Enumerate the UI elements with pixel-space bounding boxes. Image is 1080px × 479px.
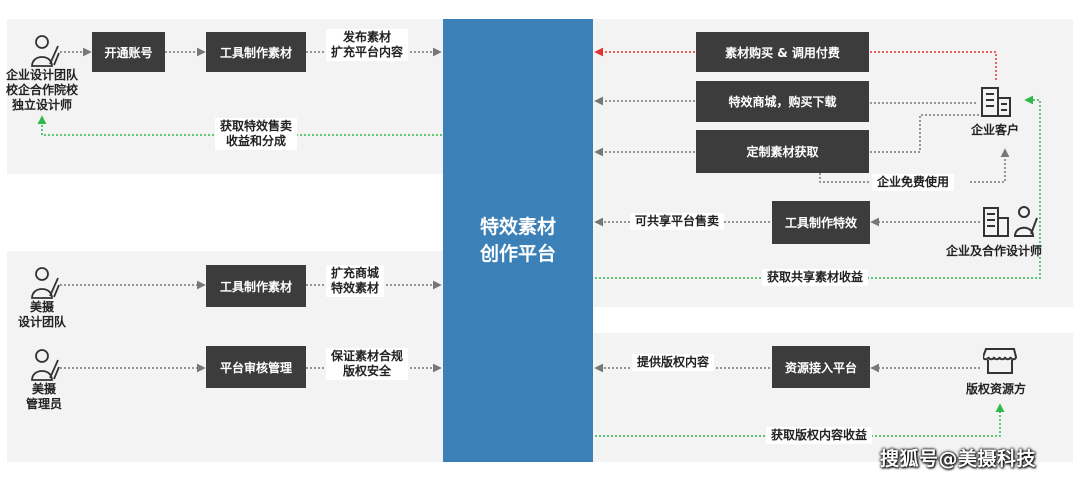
provide-copyright-label: 提供版权内容 xyxy=(632,354,715,371)
material-purchase-box: 素材购买 & 调用付费 xyxy=(696,32,869,72)
copyright-revenue-label: 获取版权内容收益 xyxy=(766,427,873,444)
enterprise-client-label: 企业客户 xyxy=(971,123,1020,137)
shared-revenue-label: 获取共享素材收益 xyxy=(762,269,869,286)
tool-effects-box: 工具制作特效 xyxy=(772,201,870,244)
person-pen-icon xyxy=(31,35,60,67)
open-account-box: 开通账号 xyxy=(92,32,165,72)
resource-access-box: 资源接入平台 xyxy=(772,346,870,388)
platform-title-line1: 特效素材 xyxy=(479,215,556,238)
platform-title-line2: 创作平台 xyxy=(479,242,556,265)
designer-team-label: 企业设计团队 校企合作院校 独立设计师 xyxy=(6,68,79,112)
watermark: 搜狐号@美摄科技 xyxy=(880,448,1037,470)
effects-platform: 特效素材 创作平台 xyxy=(443,19,593,462)
publish-label: 发布素材 扩充平台内容 xyxy=(326,29,409,61)
building-person-icon xyxy=(983,206,1038,237)
enterprise-partner-label: 企业及合作设计师 xyxy=(946,244,1043,258)
compliance-label: 保证素材合规 版权安全 xyxy=(326,348,409,380)
tool-material-box-bottom: 工具制作素材 xyxy=(206,265,306,307)
expand-mall-label: 扩充商城 特效素材 xyxy=(326,265,385,297)
meishe-admin-label: 美摄 管理员 xyxy=(26,382,63,411)
free-use-label: 企业免费使用 xyxy=(872,174,955,191)
tool-material-box-top: 工具制作素材 xyxy=(206,32,306,72)
meishe-design-label: 美摄 设计团队 xyxy=(18,300,67,329)
copyright-owner-label: 版权资源方 xyxy=(966,382,1027,396)
effects-mall-box: 特效商城，购买下载 xyxy=(696,81,869,122)
person-pen-icon xyxy=(31,349,60,381)
shareable-sale-label: 可共享平台售卖 xyxy=(630,213,725,230)
platform-review-box: 平台审核管理 xyxy=(206,346,306,388)
building-icon xyxy=(981,87,1011,117)
person-pen-icon xyxy=(31,267,60,299)
get-revenue-label: 获取特效售卖 收益和分成 xyxy=(215,118,298,150)
custom-material-box: 定制素材获取 xyxy=(696,130,869,173)
storefront-icon xyxy=(983,348,1017,374)
